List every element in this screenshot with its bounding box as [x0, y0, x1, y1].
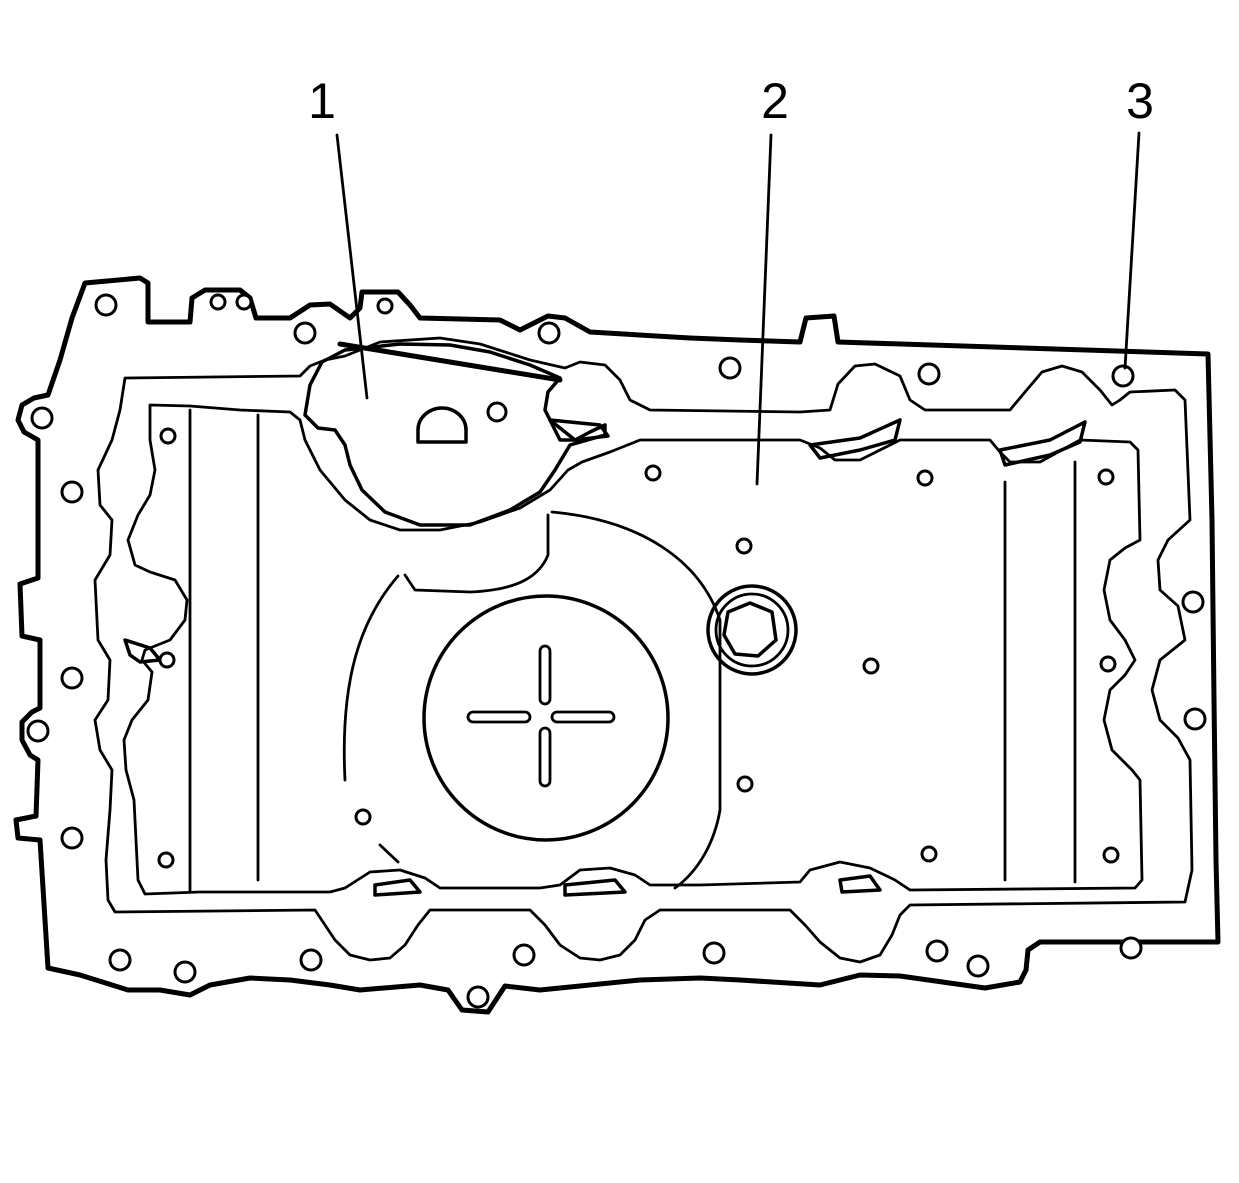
bolt-hole [512, 943, 536, 967]
cross-mark-left [466, 710, 532, 724]
bolt-hole [917, 362, 941, 386]
pickup-bracket [303, 342, 607, 527]
small-hole [916, 469, 934, 487]
drain-plug-ring [714, 592, 790, 668]
leader-line-3 [1123, 131, 1141, 370]
small-hole [736, 775, 754, 793]
bolt-hole [209, 293, 227, 311]
clip-top-2 [808, 418, 902, 460]
small-hole [1097, 468, 1115, 486]
bolt-hole [30, 406, 54, 430]
bolt-hole [299, 948, 323, 972]
bolt-hole [1119, 936, 1143, 960]
bolt-hole [173, 960, 197, 984]
gasket-rail-inner [122, 403, 1144, 896]
gasket-rail-outer [93, 336, 1194, 964]
bolt-hole [466, 985, 490, 1009]
flange-bolt-holes [26, 293, 1207, 1009]
baffle-arc-top [403, 513, 550, 594]
pickup-bracket-bolt-hole [486, 401, 508, 423]
small-hole [354, 808, 372, 826]
callout-label-3: 3 [1126, 73, 1154, 129]
small-hole [157, 851, 175, 869]
cross-mark-up [538, 644, 552, 706]
bolt-hole [293, 321, 317, 345]
small-hole [735, 537, 753, 555]
bolt-hole [1183, 707, 1207, 731]
small-hole [644, 464, 662, 482]
baffle-large-arc [550, 510, 722, 890]
baffle-arc [342, 574, 400, 782]
small-hole [158, 651, 176, 669]
clip-bottom-1 [373, 878, 422, 897]
cross-mark-down [538, 726, 552, 788]
callout-label-1: 1 [308, 73, 336, 129]
bolt-hole [925, 939, 949, 963]
bolt-hole [1181, 590, 1205, 614]
clip-bottom-2 [563, 878, 627, 897]
small-hole [1099, 655, 1117, 673]
small-hole [862, 657, 880, 675]
drain-plate [422, 594, 670, 842]
cross-mark-right [550, 710, 616, 724]
pickup-ridge [337, 341, 563, 383]
small-hole [920, 845, 938, 863]
small-hole [1102, 846, 1120, 864]
baffle-arc-lower [378, 843, 400, 864]
bolt-hole [94, 293, 118, 317]
bolt-hole [702, 941, 726, 965]
bolt-hole [60, 826, 84, 850]
inner-small-holes [157, 427, 1120, 869]
bolt-hole [26, 719, 50, 743]
leader-line-2 [755, 133, 773, 486]
callout-label-2: 2 [761, 73, 789, 129]
drain-plug-boss [706, 584, 798, 676]
bolt-hole [1111, 364, 1135, 388]
pickup-bracket-half-hole [416, 406, 468, 444]
leader-line-1 [335, 133, 369, 400]
bolt-hole [60, 666, 84, 690]
bolt-hole [966, 954, 990, 978]
bolt-hole [376, 297, 394, 315]
bolt-hole [718, 356, 742, 380]
clip-bottom-3 [838, 874, 882, 894]
pan-outer-flange [13, 275, 1221, 1015]
bolt-hole [235, 293, 253, 311]
small-hole [159, 427, 177, 445]
clip-top-3 [998, 420, 1087, 467]
bolt-hole [537, 321, 561, 345]
clip-top-1 [548, 418, 610, 442]
bolt-hole [108, 948, 132, 972]
drain-plug-hex [722, 601, 778, 658]
bolt-hole [60, 480, 84, 504]
left-clip [123, 638, 162, 664]
